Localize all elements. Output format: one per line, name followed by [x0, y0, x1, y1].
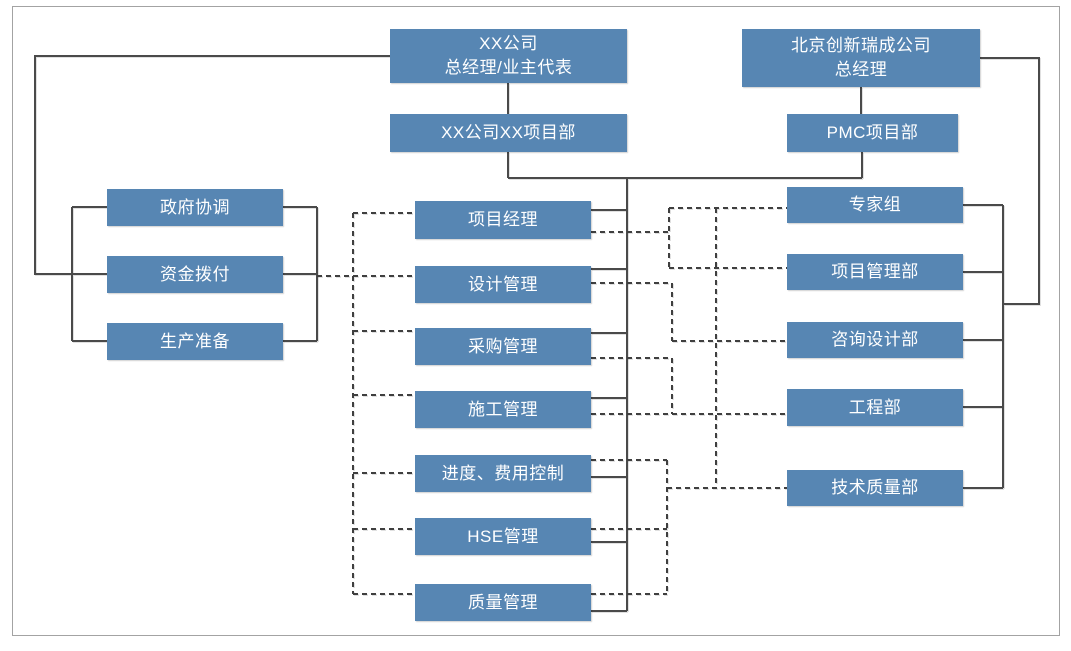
node-quality-management: 质量管理: [415, 584, 591, 621]
node-label: 政府协调: [160, 197, 230, 217]
chart-border-frame: [12, 6, 1060, 636]
node-owner-gm: XX公司 总经理/业主代表: [390, 29, 627, 83]
node-label: XX公司XX项目部: [441, 123, 576, 143]
node-label: 项目管理部: [831, 262, 919, 282]
node-label: HSE管理: [467, 526, 539, 546]
node-label: XX公司: [479, 34, 538, 54]
node-production-preparation: 生产准备: [107, 323, 283, 360]
node-project-mgmt-dept: 项目管理部: [787, 254, 963, 290]
node-label: 生产准备: [160, 331, 230, 351]
node-label: 总经理/业主代表: [444, 58, 573, 77]
node-label: 资金拨付: [160, 264, 230, 284]
dashed-connectors: [317, 207, 787, 595]
node-expert-group: 专家组: [787, 187, 963, 223]
node-label: 总经理: [834, 60, 888, 79]
node-pmc-project-dept: PMC项目部: [787, 114, 958, 152]
node-design-management: 设计管理: [415, 266, 591, 303]
node-project-manager: 项目经理: [415, 201, 591, 239]
node-label: 采购管理: [468, 336, 538, 356]
node-fund-allocation: 资金拨付: [107, 256, 283, 293]
node-consulting-design-dept: 咨询设计部: [787, 322, 963, 358]
node-engineering-dept: 工程部: [787, 389, 963, 426]
node-label: 工程部: [848, 397, 902, 417]
node-construction-management: 施工管理: [415, 391, 591, 428]
node-pmc-gm: 北京创新瑞成公司 总经理: [742, 29, 980, 87]
node-schedule-cost-control: 进度、费用控制: [415, 455, 591, 492]
node-label: 进度、费用控制: [441, 463, 565, 483]
node-label: 质量管理: [468, 592, 538, 612]
node-label: 专家组: [848, 195, 902, 215]
node-tech-quality-dept: 技术质量部: [787, 470, 963, 506]
node-label: 项目经理: [468, 210, 538, 230]
solid-connectors: [34, 55, 1040, 612]
node-label: 咨询设计部: [831, 330, 919, 350]
node-label: PMC项目部: [826, 123, 919, 143]
node-label: 施工管理: [468, 399, 538, 419]
node-procurement-management: 采购管理: [415, 328, 591, 365]
node-owner-project-dept: XX公司XX项目部: [390, 114, 627, 152]
node-hse-management: HSE管理: [415, 518, 591, 555]
node-gov-coordination: 政府协调: [107, 189, 283, 226]
node-label: 北京创新瑞成公司: [791, 36, 931, 56]
node-label: 技术质量部: [831, 478, 919, 498]
node-label: 设计管理: [468, 274, 538, 294]
